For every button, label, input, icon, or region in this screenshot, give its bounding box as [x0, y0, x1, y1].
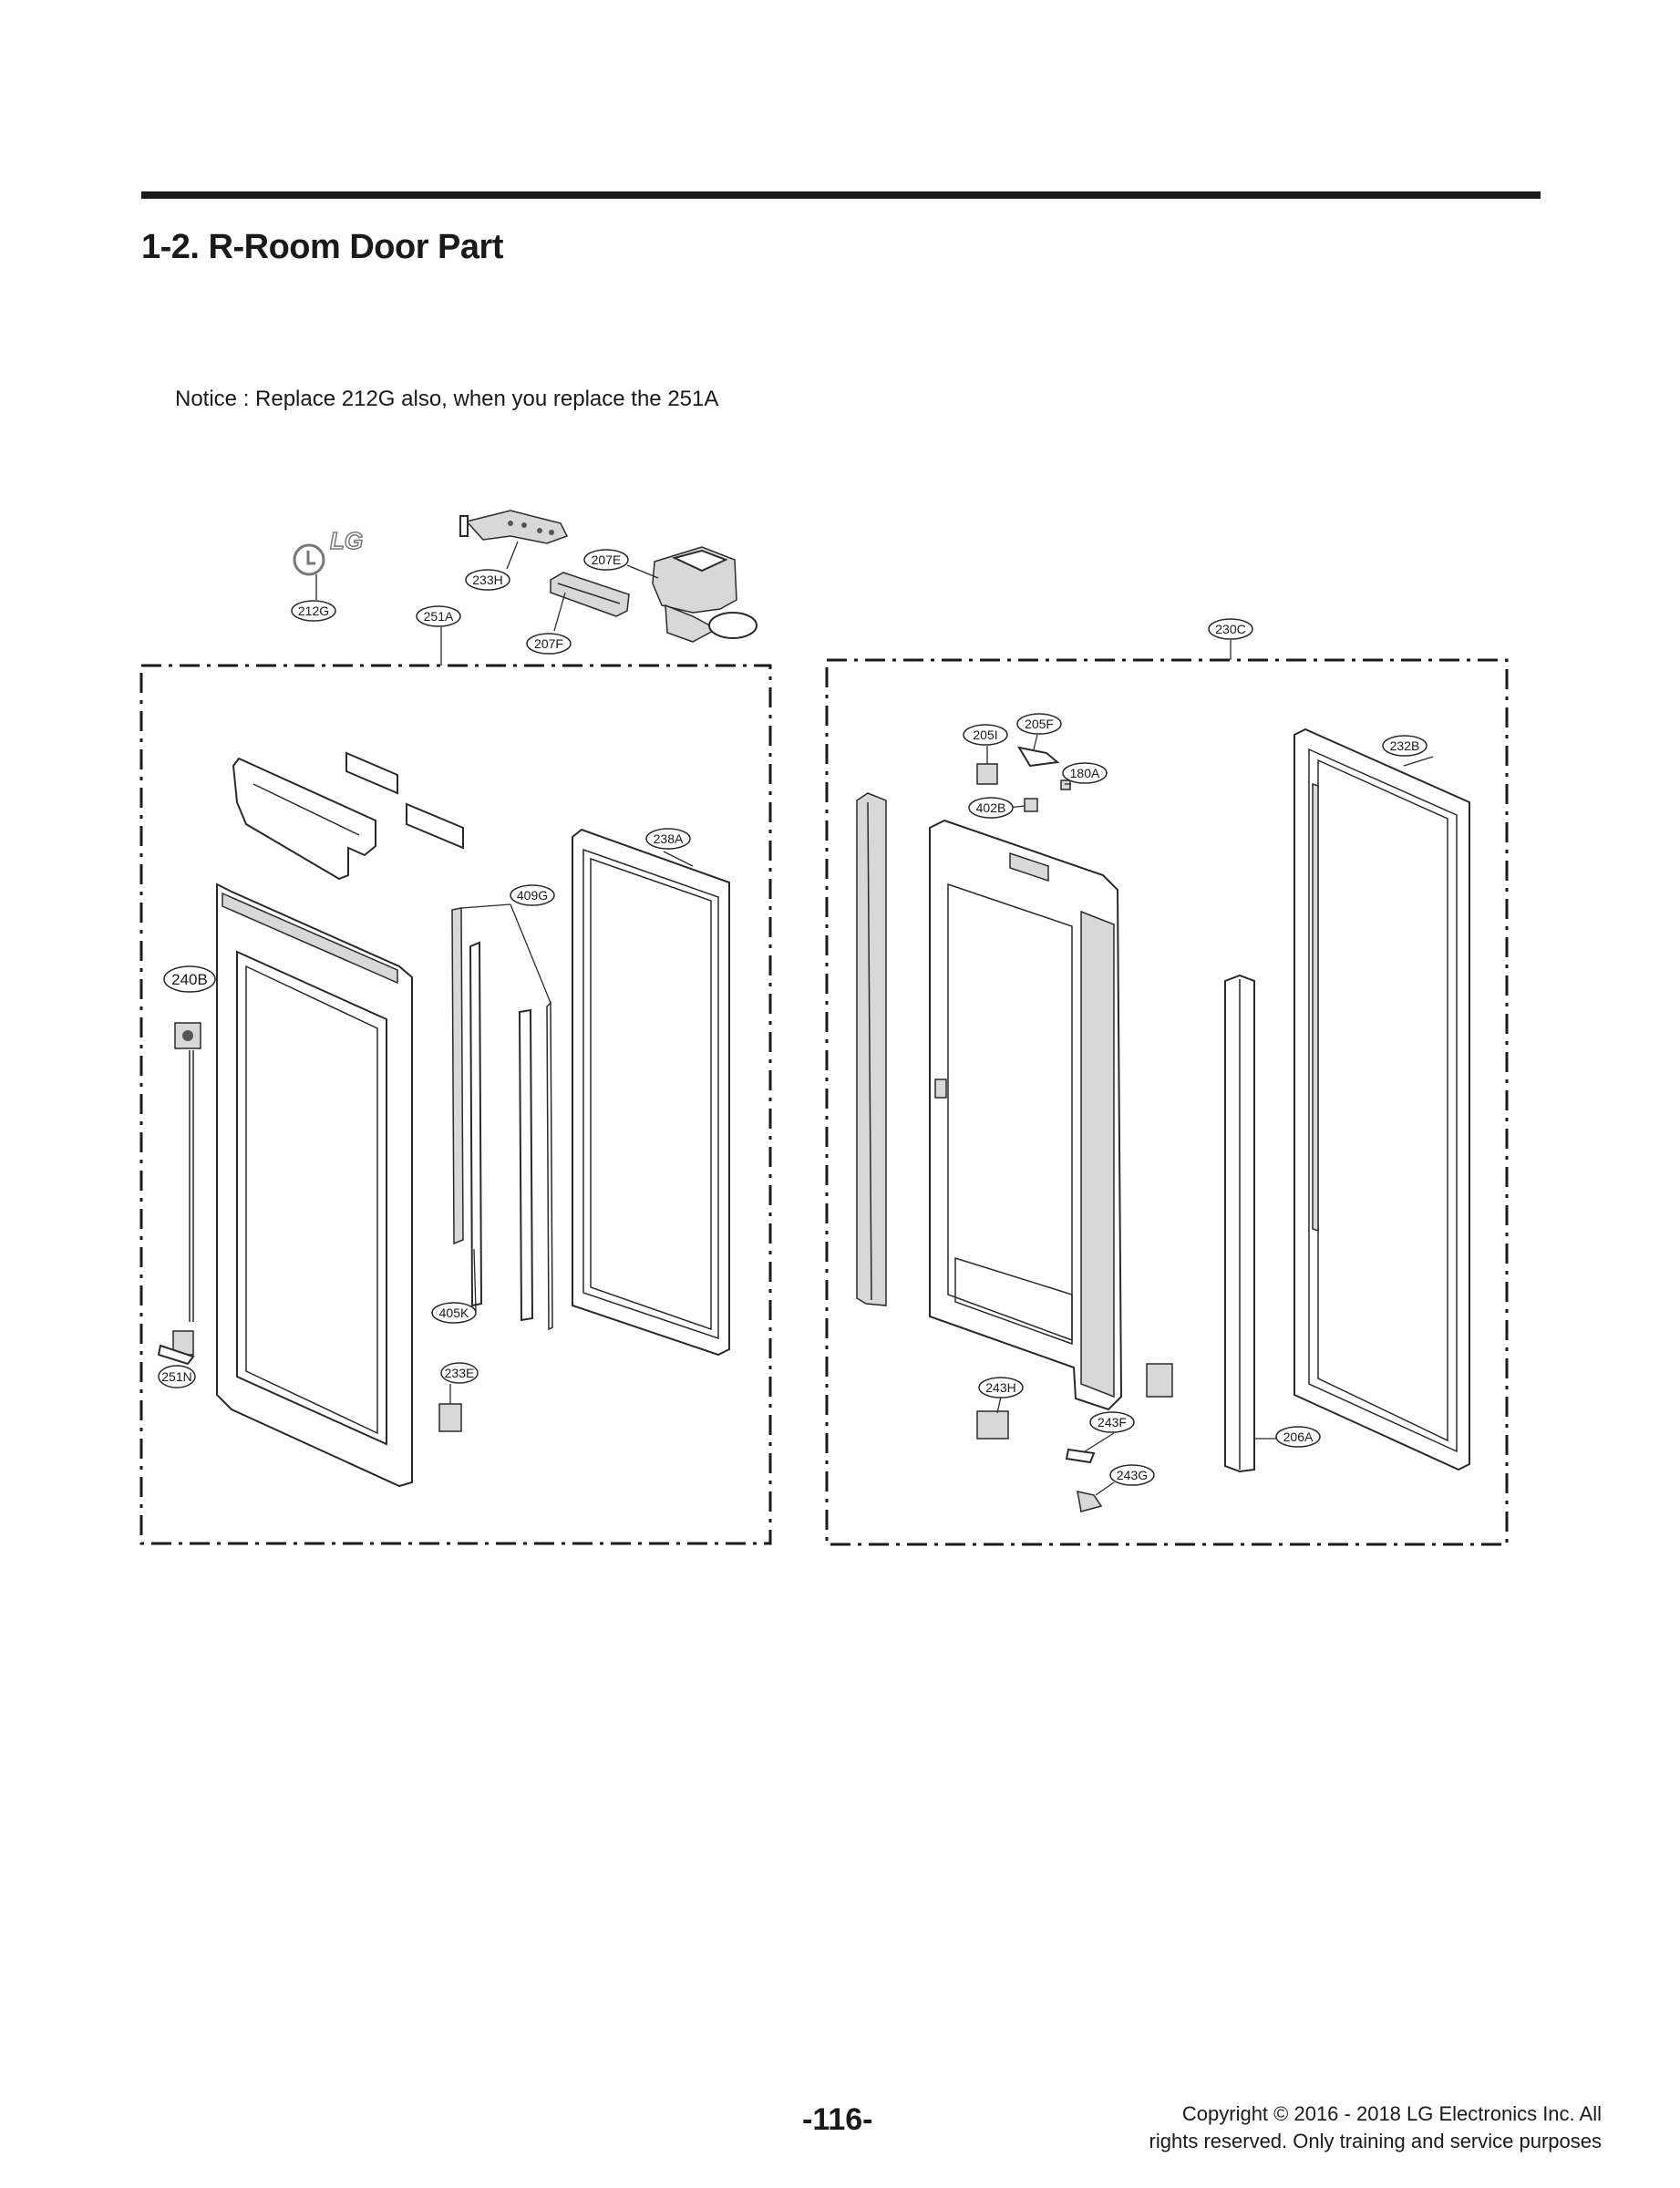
svg-text:207F: 207F: [534, 636, 563, 651]
callout-409G: 409G: [510, 884, 555, 906]
side-strip-part: [856, 792, 887, 1306]
copyright-line-2: rights reserved. Only training and servi…: [1149, 2130, 1602, 2152]
callout-230C: 230C: [1208, 618, 1253, 640]
svg-text:212G: 212G: [298, 604, 329, 618]
top-bracket-part: [232, 757, 376, 881]
svg-text:232B: 232B: [1390, 738, 1420, 753]
hinge-cover-part: [550, 572, 630, 617]
lg-logo-text: LG: [330, 527, 363, 554]
clip-part: [438, 1403, 462, 1432]
callout-207F: 207F: [526, 633, 572, 655]
callout-243F: 243F: [1089, 1411, 1135, 1433]
right-strip-part: [1224, 974, 1255, 1473]
group-box-230C: [825, 658, 1509, 1546]
svg-text:251A: 251A: [424, 609, 454, 624]
group-box-251A: [139, 664, 772, 1545]
callout-180A: 180A: [1062, 762, 1108, 784]
svg-text:238A: 238A: [654, 831, 684, 846]
callout-251A: 251A: [416, 605, 461, 627]
svg-text:206A: 206A: [1283, 1429, 1314, 1444]
inner-door-liner-part: [929, 819, 1123, 1411]
callout-233H: 233H: [465, 569, 510, 591]
callout-205I: 205I: [963, 724, 1008, 746]
hinge-assembly-part: [157, 1022, 201, 1366]
svg-text:405K: 405K: [439, 1306, 469, 1320]
callout-206A: 206A: [1275, 1426, 1321, 1448]
svg-text:207E: 207E: [592, 552, 622, 567]
door-gasket-part: [1293, 728, 1470, 1471]
callout-233E: 233E: [440, 1362, 479, 1384]
callout-251N: 251N: [158, 1365, 196, 1388]
svg-text:230C: 230C: [1215, 622, 1245, 636]
svg-text:243H: 243H: [985, 1380, 1015, 1395]
svg-text:205F: 205F: [1025, 717, 1054, 731]
page-title: 1-2. R-Room Door Part: [141, 228, 503, 266]
door-strip-parts: [451, 907, 553, 1331]
callout-243G: 243G: [1109, 1464, 1155, 1486]
hinge-plate-part: [459, 510, 569, 544]
callout-232B: 232B: [1382, 735, 1427, 757]
callout-238A: 238A: [645, 828, 691, 850]
copyright-line-1: Copyright © 2016 - 2018 LG Electronics I…: [1181, 2102, 1602, 2125]
callout-205F: 205F: [1016, 713, 1062, 735]
svg-text:240B: 240B: [171, 971, 208, 988]
copyright-notice: Copyright © 2016 - 2018 LG Electronics I…: [1149, 2100, 1602, 2155]
svg-text:233E: 233E: [445, 1366, 475, 1380]
callout-240B: 240B: [163, 965, 216, 993]
gasket-frame-part: [572, 828, 730, 1357]
callout-207E: 207E: [583, 549, 629, 571]
callout-243H: 243H: [978, 1377, 1024, 1398]
callout-405K: 405K: [431, 1302, 477, 1324]
svg-text:243F: 243F: [1098, 1415, 1127, 1429]
notice-text: Notice : Replace 212G also, when you rep…: [175, 387, 719, 411]
svg-text:180A: 180A: [1070, 766, 1100, 780]
top-cover-part: [345, 751, 464, 850]
callout-402B: 402B: [968, 797, 1014, 819]
header-rule: [141, 191, 1541, 199]
page-number: -116-: [802, 2102, 873, 2137]
svg-text:243G: 243G: [1117, 1468, 1148, 1482]
callout-212G: 212G: [291, 600, 336, 622]
svg-text:402B: 402B: [976, 800, 1006, 815]
bottom-hinge-parts: [976, 1363, 1173, 1512]
motor-housing-part: [652, 546, 758, 643]
svg-text:251N: 251N: [161, 1369, 191, 1384]
svg-text:233H: 233H: [472, 573, 502, 587]
door-panel-part: [216, 882, 413, 1488]
lg-emblem-part: LG: [293, 526, 364, 576]
svg-text:205I: 205I: [973, 728, 997, 742]
svg-text:409G: 409G: [517, 888, 548, 903]
